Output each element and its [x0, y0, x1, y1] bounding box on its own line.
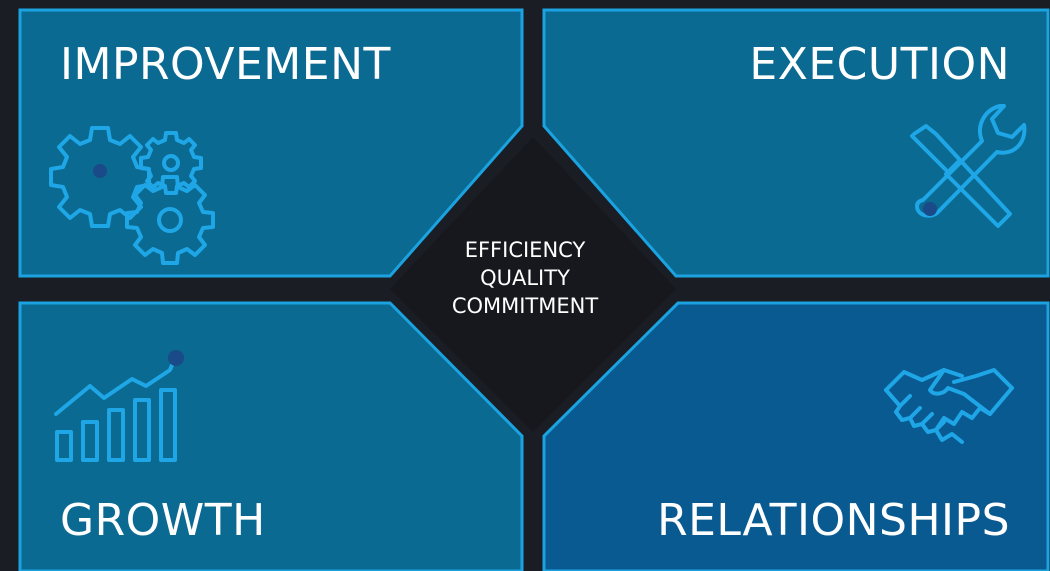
center-value-commitment: COMMITMENT	[451, 294, 599, 318]
relationships-panel	[542, 301, 1050, 571]
improvement-panel	[18, 8, 524, 278]
improvement-label: IMPROVEMENT	[60, 39, 391, 90]
execution-label: EXECUTION	[749, 39, 1010, 90]
growth-panel	[18, 301, 524, 571]
center-value-efficiency: EFFICIENCY	[464, 238, 586, 262]
growth-label: GROWTH	[60, 495, 266, 546]
relationships-label: RELATIONSHIPS	[657, 495, 1010, 546]
center-value-quality: QUALITY	[480, 266, 570, 290]
center-values: EFFICIENCY QUALITY COMMITMENT	[415, 236, 635, 320]
growth-chart-icon	[54, 350, 184, 462]
execution-panel	[542, 8, 1050, 278]
gears-icon	[49, 126, 215, 265]
tools-icon	[910, 104, 1027, 228]
handshake-icon	[884, 368, 1014, 444]
center-diamond	[390, 137, 676, 432]
